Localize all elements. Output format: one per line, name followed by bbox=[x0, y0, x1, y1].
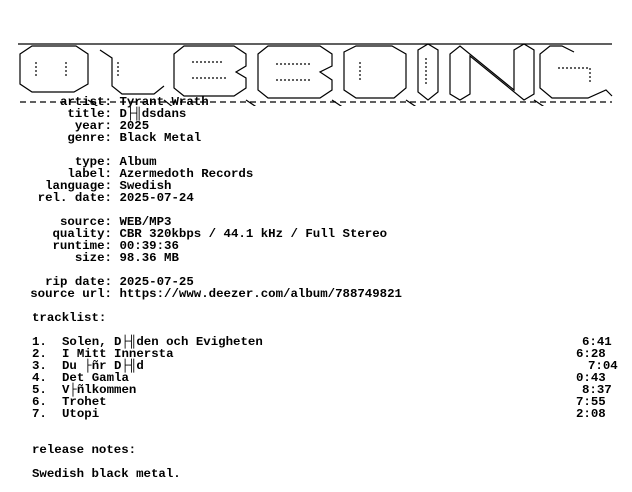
info-quality-label: quality: bbox=[52, 227, 113, 241]
track-time: 6:41 bbox=[582, 335, 612, 349]
info-artist-line: artist: Tyrant Wrath bbox=[0, 96, 209, 108]
track-number: 5. bbox=[32, 383, 47, 397]
info-label-line: label: Azermedoth Records bbox=[0, 168, 253, 180]
track-title: V├ñlkommen bbox=[62, 383, 137, 397]
info-runtime-value: 00:39:36 bbox=[119, 239, 179, 253]
info-title-label: title: bbox=[67, 107, 112, 121]
info-language-line: language: Swedish bbox=[0, 179, 172, 193]
track-time: 8:37 bbox=[582, 383, 612, 397]
info-language-value: Swedish bbox=[119, 179, 172, 193]
track-time: 7:04 bbox=[588, 359, 618, 373]
track-number: 4. bbox=[32, 371, 47, 385]
ascii-art-banner-drawing bbox=[18, 43, 613, 106]
info-type-value: Album bbox=[119, 155, 157, 169]
info-reldate-label: rel. date: bbox=[37, 191, 112, 205]
info-sourceurl-label: source url: bbox=[30, 287, 112, 301]
track-time: 0:43 bbox=[576, 371, 606, 385]
info-language-label: language: bbox=[45, 179, 112, 193]
info-artist-label: artist: bbox=[59, 95, 112, 109]
track-title: Utopi bbox=[62, 407, 100, 421]
track-title: Det Gamla bbox=[62, 371, 129, 385]
info-source-line: source: WEB/MP3 bbox=[0, 216, 172, 228]
track-time: 6:28 bbox=[576, 347, 606, 361]
tracklist-heading: tracklist: bbox=[32, 311, 107, 325]
info-runtime-line: runtime: 00:39:36 bbox=[0, 240, 179, 252]
track-row: 5. V├ñlkommen 8:37 bbox=[32, 384, 616, 396]
track-number: 7. bbox=[32, 407, 47, 421]
track-row: 7. Utopi 2:08 bbox=[32, 408, 616, 420]
info-source-value: WEB/MP3 bbox=[119, 215, 172, 229]
info-size-line: size: 98.36 MB bbox=[0, 252, 179, 264]
info-sourceurl-value: https://www.deezer.com/album/788749821 bbox=[119, 287, 402, 301]
info-ripdate-line: rip date: 2025-07-25 bbox=[0, 276, 194, 288]
nfo-document: artist: Tyrant Wrath title: D├╢dsdans ye… bbox=[0, 0, 618, 480]
info-label-value: Azermedoth Records bbox=[119, 167, 254, 181]
track-row: 2. I Mitt Innersta 6:28 bbox=[32, 348, 616, 360]
info-genre-value: Black Metal bbox=[119, 131, 202, 145]
track-title: Solen, D├╢den och Evigheten bbox=[62, 335, 263, 349]
info-reldate-line: rel. date: 2025-07-24 bbox=[0, 192, 194, 204]
info-runtime-label: runtime: bbox=[52, 239, 113, 253]
track-title: Trohet bbox=[62, 395, 107, 409]
track-title: Du ├ñr D├╢d bbox=[62, 359, 144, 373]
info-quality-line: quality: CBR 320kbps / 44.1 kHz / Full S… bbox=[0, 227, 388, 241]
info-source-label: source: bbox=[59, 215, 112, 229]
ascii-art-banner bbox=[14, 14, 618, 106]
track-number: 2. bbox=[32, 347, 47, 361]
info-sourceurl-line: source url: https://www.deezer.com/album… bbox=[0, 288, 402, 300]
info-quality-value: CBR 320kbps / 44.1 kHz / Full Stereo bbox=[119, 227, 388, 241]
track-number: 1. bbox=[32, 335, 47, 349]
info-reldate-value: 2025-07-24 bbox=[119, 191, 194, 205]
info-size-value: 98.36 MB bbox=[119, 251, 179, 265]
info-ripdate-label: rip date: bbox=[45, 275, 112, 289]
track-row: 3. Du ├ñr D├╢d 7:04 bbox=[32, 359, 618, 373]
track-time: 7:55 bbox=[576, 395, 606, 409]
track-row: 6. Trohet 7:55 bbox=[32, 396, 616, 408]
info-title-value: D├╢dsdans bbox=[119, 107, 187, 121]
release-notes-text: Swedish black metal. bbox=[32, 467, 181, 481]
track-row: 1. Solen, D├╢den och Evigheten 6:41 bbox=[32, 336, 616, 348]
track-title: I Mitt Innersta bbox=[62, 347, 174, 361]
info-genre-label: genre: bbox=[67, 131, 112, 145]
info-type-label: type: bbox=[74, 155, 112, 169]
info-label-label: label: bbox=[67, 167, 112, 181]
info-ripdate-value: 2025-07-25 bbox=[119, 275, 194, 289]
track-number: 6. bbox=[32, 395, 47, 409]
track-row: 4. Det Gamla 0:43 bbox=[32, 372, 616, 384]
info-genre-line: genre: Black Metal bbox=[0, 132, 201, 144]
info-artist-value: Tyrant Wrath bbox=[119, 95, 209, 109]
info-title-line: title: D├╢dsdans bbox=[0, 108, 186, 120]
info-size-label: size: bbox=[74, 251, 112, 265]
track-time: 2:08 bbox=[576, 407, 606, 421]
info-year-line: year: 2025 bbox=[0, 120, 149, 132]
info-year-value: 2025 bbox=[119, 119, 150, 133]
info-year-label: year: bbox=[74, 119, 112, 133]
track-number: 3. bbox=[32, 359, 47, 373]
release-notes-heading: release notes: bbox=[32, 443, 137, 457]
info-type-line: type: Album bbox=[0, 156, 157, 168]
